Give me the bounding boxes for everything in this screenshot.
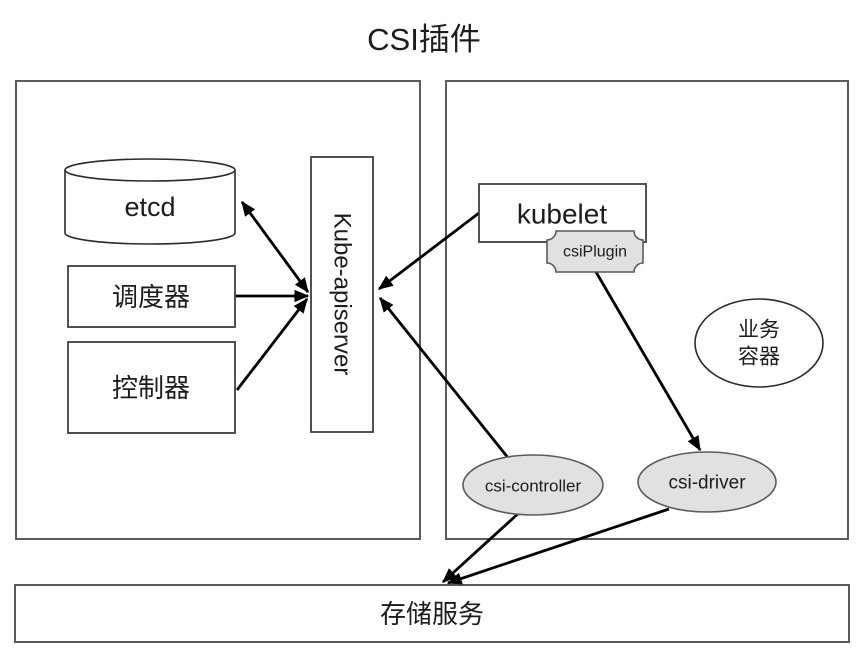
diagram-title: CSI插件 — [367, 22, 481, 57]
etcd-node: etcd — [64, 158, 236, 245]
edge-kubelet-apiserver — [378, 211, 480, 291]
storage-service-box — [14, 584, 850, 643]
csi-driver-ellipse — [637, 451, 777, 513]
business-container-label-line1: 业务 — [738, 319, 780, 342]
csiplugin-label: csiPlugin — [563, 244, 627, 261]
edge-apiserver-etcd — [240, 200, 310, 294]
scheduler-box — [67, 265, 236, 328]
edge-csiplugin-csi-driver — [594, 271, 702, 452]
csi-controller-label: csi-controller — [485, 477, 582, 496]
controller-node: 控制器 — [67, 341, 236, 434]
etcd-cylinder-body — [64, 170, 236, 245]
edge-csi-driver-storage — [446, 507, 670, 585]
scheduler-label: 调度器 — [112, 282, 190, 312]
apiserver-box — [310, 156, 374, 433]
csi-driver-label: csi-driver — [668, 473, 746, 494]
edge-csi-controller-apiserver — [378, 297, 511, 460]
csi-controller-node: csi-controller — [462, 454, 604, 516]
kubelet-label: kubelet — [517, 199, 608, 230]
csi-driver-node: csi-driver — [637, 451, 777, 513]
controller-label: 控制器 — [112, 373, 190, 403]
edge-controller-apiserver — [235, 298, 309, 391]
controller-box — [67, 341, 236, 434]
etcd-cylinder-top — [64, 158, 236, 182]
etcd-label: etcd — [124, 192, 175, 222]
business-container-node: 业务 容器 — [694, 298, 824, 388]
scheduler-node: 调度器 — [67, 265, 236, 328]
apiserver-node: Kube-apiserver — [310, 156, 374, 433]
csiplugin-node: csiPlugin — [546, 230, 644, 273]
edge-csi-controller-storage — [442, 509, 522, 584]
storage-service-label: 存储服务 — [380, 599, 484, 629]
csiplugin-plaque — [546, 230, 644, 273]
business-container-label-line2: 容器 — [738, 346, 780, 369]
business-container-ellipse — [694, 298, 824, 388]
csi-controller-ellipse — [462, 454, 604, 516]
apiserver-label: Kube-apiserver — [329, 213, 356, 376]
